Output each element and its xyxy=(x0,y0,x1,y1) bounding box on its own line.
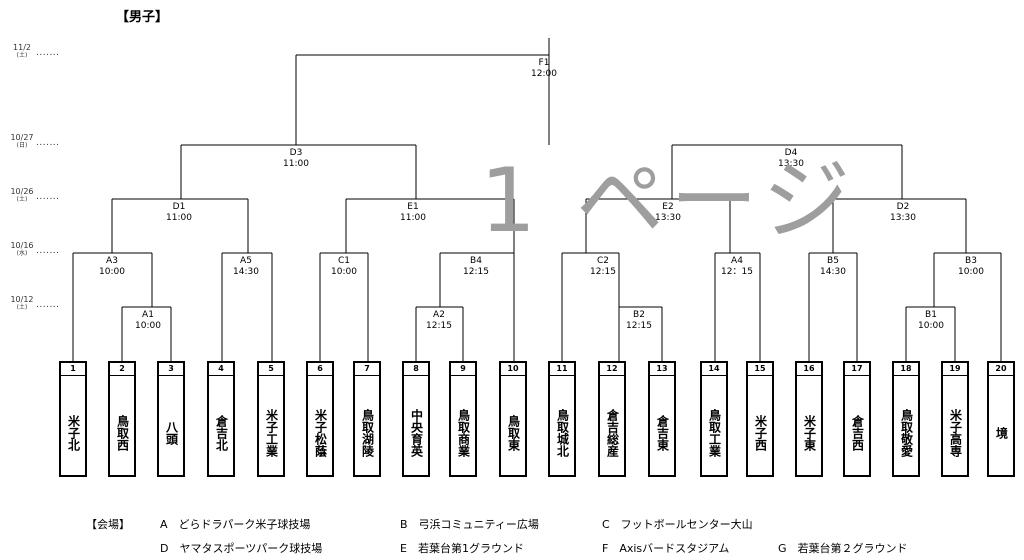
date-label-2: 10/27(日) xyxy=(10,133,34,150)
page-title: 【男子】 xyxy=(116,10,169,25)
page-watermark: 1 ページ xyxy=(480,149,857,252)
venue-A: A どらドラパーク米子球技場 xyxy=(160,518,311,531)
date-guide: ....... xyxy=(36,300,60,310)
venue-G: G 若葉台第２グラウンド xyxy=(778,542,908,555)
venue-E: E 若葉台第1グラウンド xyxy=(400,542,524,555)
venue-B: B 弓浜コミュニティー広場 xyxy=(400,518,539,531)
venue-F: F Axisバードスタジアム xyxy=(602,542,730,555)
date-guide: ....... xyxy=(36,138,60,148)
date-guide: ....... xyxy=(36,246,60,256)
date-guide: ....... xyxy=(36,48,60,58)
date-label-3: 10/26(土) xyxy=(10,187,34,204)
date-label-5: 10/12(土) xyxy=(10,295,34,312)
venue-D: D ヤマタスポーツパーク球技場 xyxy=(160,542,323,555)
date-label-4: 10/16(水) xyxy=(10,241,34,258)
date-guide: ....... xyxy=(36,192,60,202)
venue-heading: 【会場】 xyxy=(86,518,130,531)
date-label-1: 11/2(土) xyxy=(13,43,31,60)
venue-C: C フットボールセンター大山 xyxy=(602,518,753,531)
